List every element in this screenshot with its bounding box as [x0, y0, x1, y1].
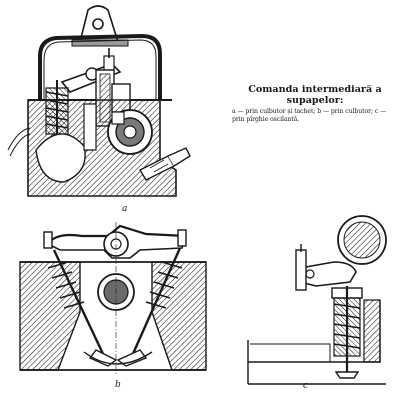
- caption-title: Comanda intermediară a supapelor:: [248, 84, 382, 106]
- figure-label-c: c: [303, 381, 309, 391]
- figure-label-b: b: [115, 380, 121, 390]
- drawing-c-oscillating-lever: [247, 215, 387, 385]
- figure-label-a: a: [122, 204, 128, 214]
- drawing-a-rocker-and-tappet: [7, 5, 191, 197]
- caption-legend: a — prin culbutor și tachet; b — prin cu…: [232, 108, 387, 123]
- drawing-b-rocker-arm-head: [19, 222, 207, 374]
- figure-caption: Comanda intermediară a supapelor: a — pr…: [232, 84, 398, 123]
